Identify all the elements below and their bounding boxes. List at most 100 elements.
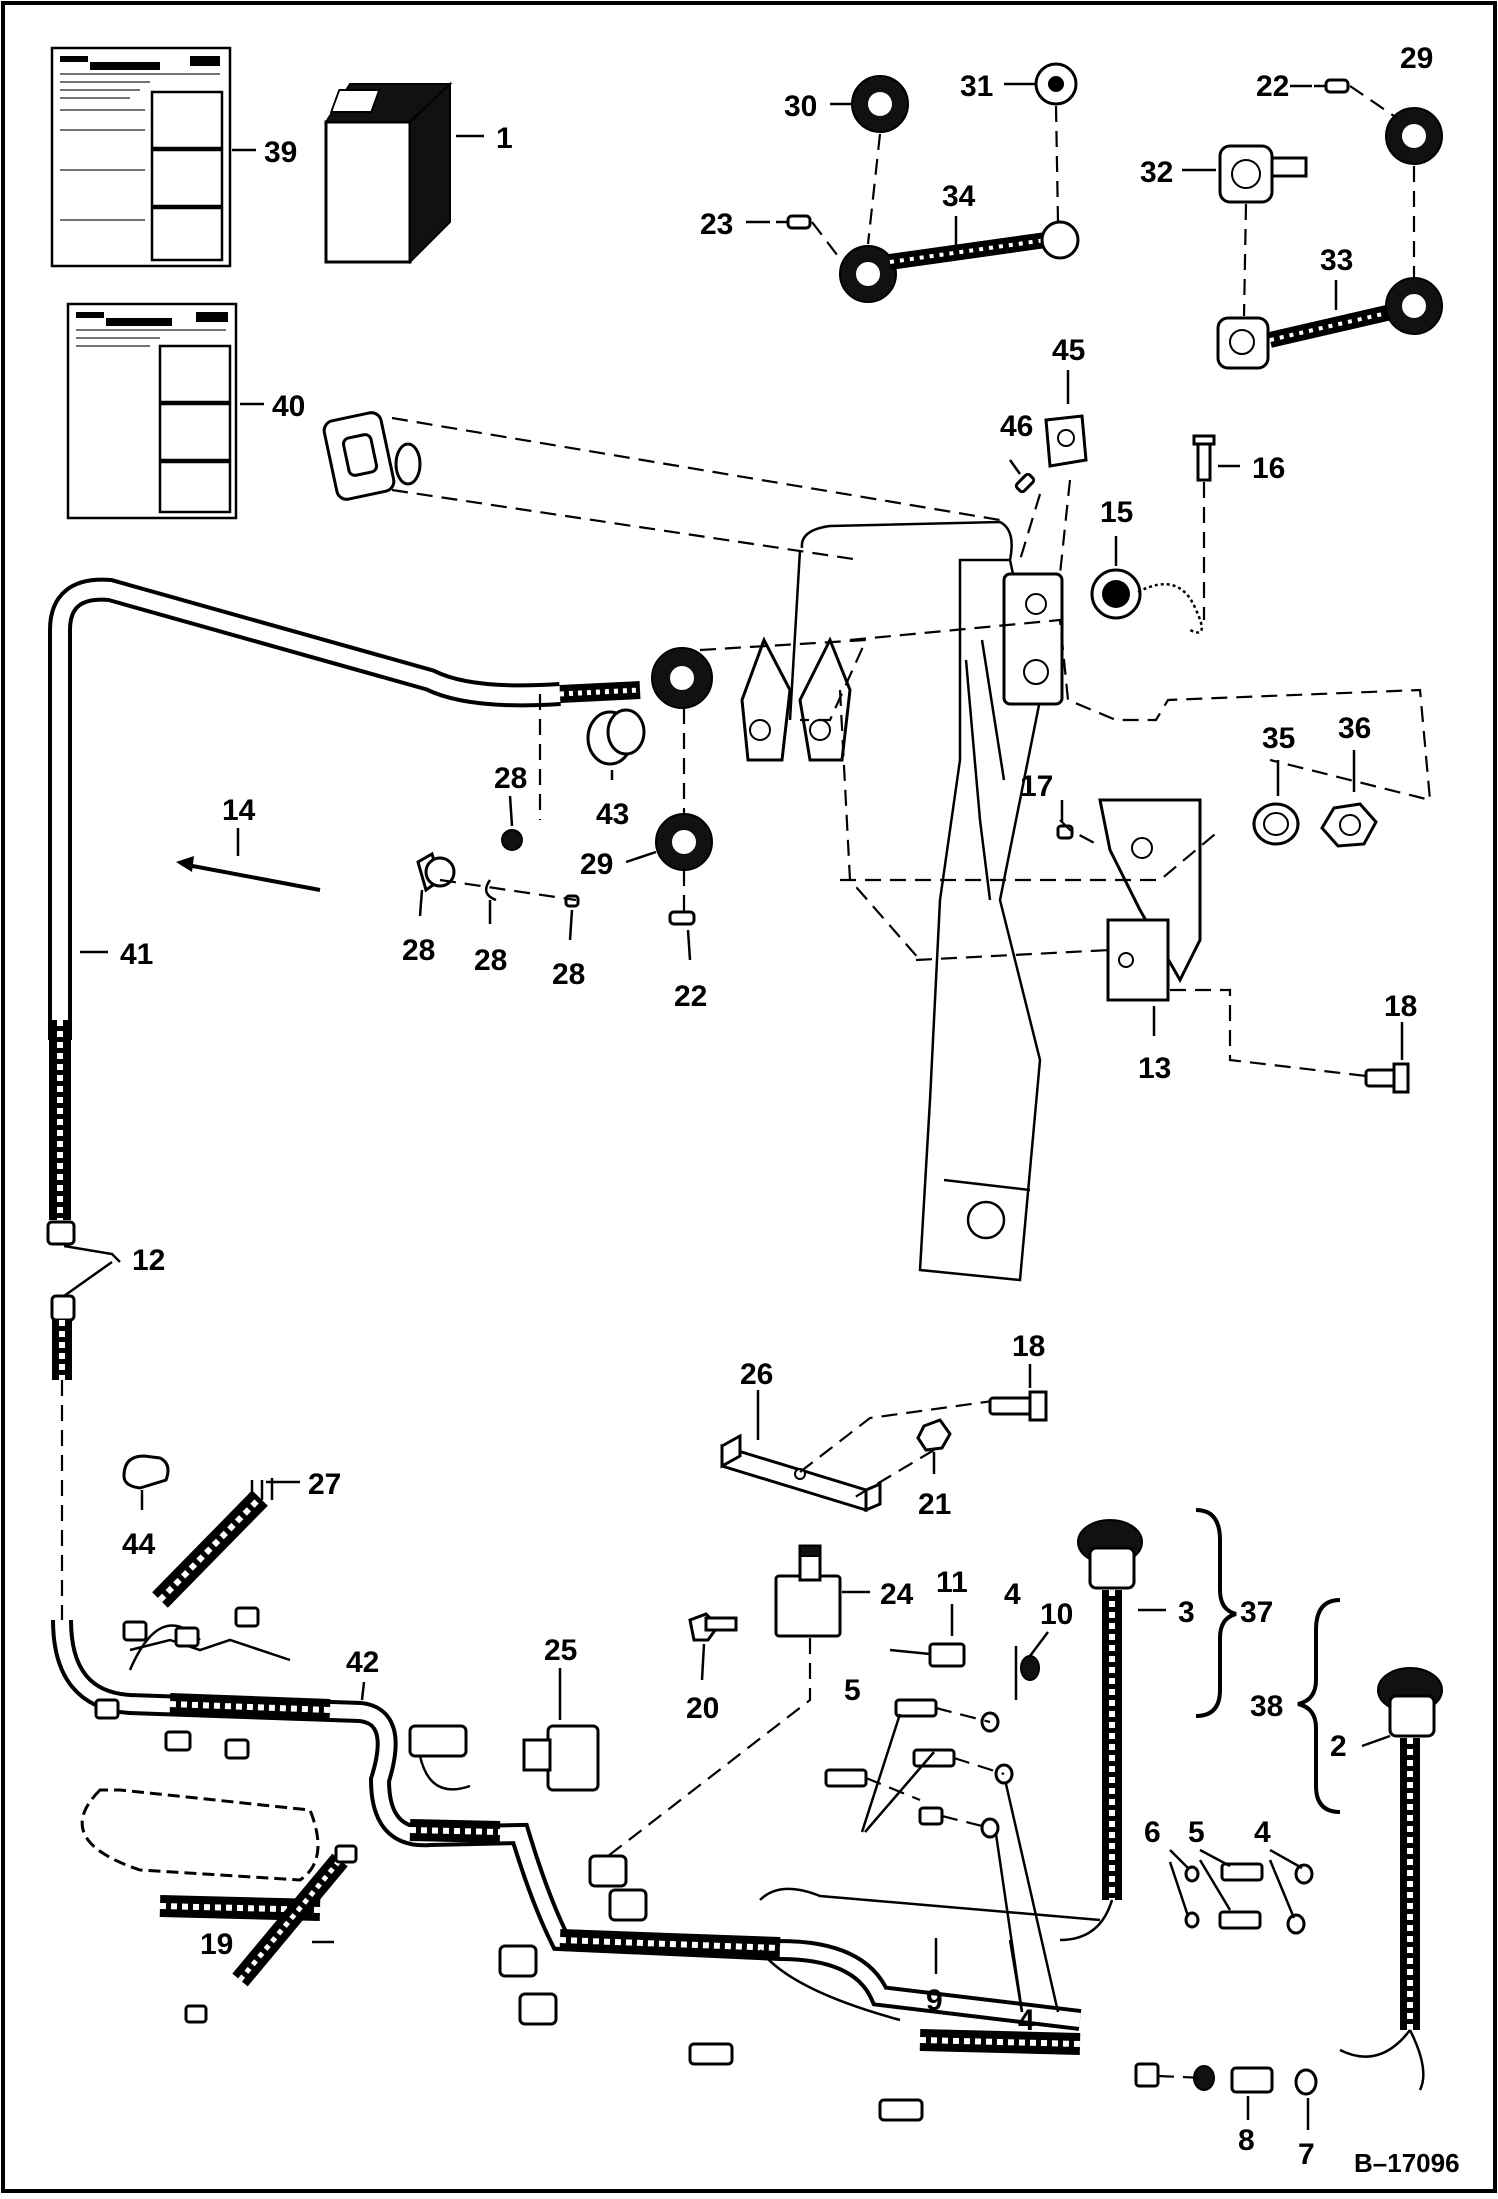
bracket-13 bbox=[1098, 798, 1202, 1002]
callout-28-d: 28 bbox=[552, 958, 585, 991]
callout-6: 6 bbox=[1144, 1816, 1161, 1849]
callout-28-b: 28 bbox=[402, 934, 435, 967]
callout-27: 27 bbox=[308, 1468, 341, 1501]
switch-3 bbox=[1077, 1519, 1143, 1900]
switch-2 bbox=[1377, 1667, 1443, 2030]
cable-assembly-33 bbox=[1216, 277, 1443, 370]
instruction-sheet-40 bbox=[66, 302, 238, 520]
leader-lines bbox=[63, 82, 1404, 2130]
bolt-18-top bbox=[1364, 1062, 1410, 1094]
brace-37 bbox=[1195, 1508, 1237, 1718]
cable-assembly-34 bbox=[839, 220, 1080, 303]
pin-22-mid bbox=[668, 910, 696, 926]
callout-2: 2 bbox=[1330, 1730, 1347, 1763]
callout-39: 39 bbox=[264, 136, 297, 169]
callout-24: 24 bbox=[880, 1578, 914, 1611]
callout-8: 8 bbox=[1238, 2124, 1255, 2157]
bracket-block bbox=[1002, 572, 1064, 706]
callout-46: 46 bbox=[1000, 410, 1033, 443]
callout-11: 11 bbox=[936, 1566, 968, 1599]
harness-19 bbox=[80, 1788, 358, 2024]
cap-15 bbox=[1090, 568, 1203, 634]
callout-41: 41 bbox=[120, 938, 153, 971]
callout-42: 42 bbox=[346, 1646, 379, 1679]
callout-17: 17 bbox=[1020, 770, 1053, 803]
callout-5-b: 5 bbox=[1188, 1816, 1205, 1849]
figure-id: B–17096 bbox=[1354, 2148, 1460, 2178]
cable-tie-14 bbox=[176, 856, 321, 892]
callout-31: 31 bbox=[960, 70, 993, 103]
callout-3: 3 bbox=[1178, 1596, 1195, 1629]
callout-7: 7 bbox=[1298, 2138, 1315, 2171]
socket-29-mid bbox=[655, 813, 713, 871]
callout-4-b: 4 bbox=[1254, 1816, 1271, 1849]
callout-21: 21 bbox=[918, 1488, 951, 1521]
pin-22-top bbox=[1314, 78, 1350, 94]
harness-42 bbox=[51, 1606, 1425, 2122]
nut-36 bbox=[1320, 802, 1378, 848]
instruction-sheet-39 bbox=[50, 46, 232, 268]
relay-24 bbox=[774, 1544, 842, 1638]
small-parts bbox=[824, 1642, 1318, 2096]
clip-44 bbox=[122, 1454, 170, 1490]
bolt-20 bbox=[688, 1612, 738, 1642]
bolt-18-bottom bbox=[988, 1390, 1048, 1422]
callout-16: 16 bbox=[1252, 452, 1285, 485]
callout-20: 20 bbox=[686, 1692, 719, 1725]
pin-23 bbox=[776, 214, 812, 230]
callout-26: 26 bbox=[740, 1358, 773, 1391]
connector-12 bbox=[50, 1294, 76, 1620]
callout-1: 1 bbox=[496, 122, 513, 155]
mount-plate-45 bbox=[1044, 414, 1088, 468]
callout-34: 34 bbox=[942, 180, 976, 213]
callout-15: 15 bbox=[1100, 496, 1133, 529]
callout-40: 40 bbox=[272, 390, 305, 423]
screw-46 bbox=[1014, 472, 1036, 494]
harness-41 bbox=[46, 577, 713, 1246]
callout-44: 44 bbox=[122, 1528, 156, 1561]
harness-27 bbox=[152, 1478, 274, 1608]
callout-29-top: 29 bbox=[1400, 42, 1433, 75]
nut-21 bbox=[916, 1418, 952, 1452]
callout-5-a: 5 bbox=[844, 1674, 861, 1707]
callout-4-a: 4 bbox=[1004, 1578, 1021, 1611]
bracket-26 bbox=[720, 1433, 882, 1513]
socket-31 bbox=[1034, 62, 1078, 106]
callout-30: 30 bbox=[784, 90, 817, 123]
callout-29-mid: 29 bbox=[580, 848, 613, 881]
callout-36: 36 bbox=[1338, 712, 1371, 745]
brace-38 bbox=[1297, 1598, 1341, 1814]
socket-30 bbox=[851, 75, 909, 133]
connector-25 bbox=[522, 1724, 600, 1792]
bushing-43 bbox=[586, 708, 646, 766]
callout-9: 9 bbox=[926, 1984, 943, 2017]
callout-28-c: 28 bbox=[474, 944, 507, 977]
washer-35 bbox=[1252, 802, 1300, 846]
callout-23: 23 bbox=[700, 208, 733, 241]
callout-19: 19 bbox=[200, 1928, 233, 1961]
callout-18-b: 18 bbox=[1012, 1330, 1045, 1363]
seal-28-group bbox=[416, 829, 580, 908]
callout-37: 37 bbox=[1240, 1596, 1273, 1629]
callout-28-a: 28 bbox=[494, 762, 527, 795]
callout-32: 32 bbox=[1140, 156, 1173, 189]
callout-13: 13 bbox=[1138, 1052, 1171, 1085]
kit-box-1 bbox=[324, 81, 453, 265]
callout-labels: 1 39 40 30 31 23 34 22 29 32 33 45 46 16… bbox=[120, 42, 1460, 2178]
callout-22-top: 22 bbox=[1256, 70, 1289, 103]
callout-10: 10 bbox=[1040, 1598, 1073, 1631]
socket-29-top bbox=[1385, 107, 1443, 165]
callout-18-a: 18 bbox=[1384, 990, 1417, 1023]
callout-14: 14 bbox=[222, 794, 256, 827]
callout-43: 43 bbox=[596, 798, 629, 831]
callout-12: 12 bbox=[132, 1244, 165, 1277]
screw-17 bbox=[1056, 824, 1074, 840]
lift-arm bbox=[322, 411, 1042, 1282]
callout-4-c: 4 bbox=[1018, 2004, 1035, 2037]
callout-33: 33 bbox=[1320, 244, 1353, 277]
callout-38: 38 bbox=[1250, 1690, 1283, 1723]
callout-25: 25 bbox=[544, 1634, 577, 1667]
